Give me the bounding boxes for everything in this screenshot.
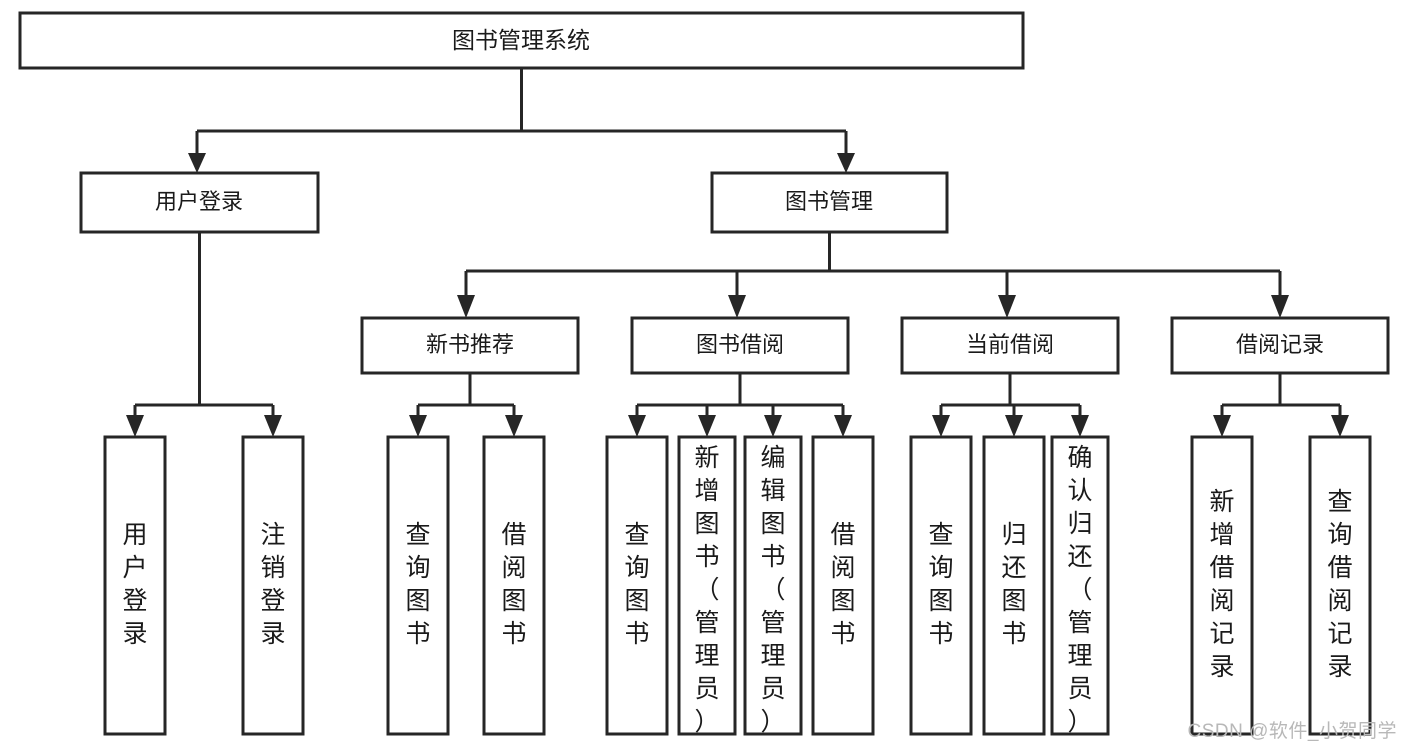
leaf-node-label: 新增借阅记录 [1209,488,1234,681]
leaf-node[interactable]: 查询图书 [605,435,669,736]
watermark-text: CSDN @软件_小贺同学 [1187,721,1397,742]
arrow-head-icon [837,153,855,173]
arrow-head-icon [932,415,950,437]
leaf-node[interactable]: 用户登录 [103,435,167,736]
node-current-borrow-label: 当前借阅 [966,332,1054,357]
arrow-head-icon [764,415,782,437]
node-borrow-record-label: 借阅记录 [1236,332,1324,357]
arrow-head-icon [1005,415,1023,437]
arrow-head-icon [1331,415,1349,437]
arrow-head-icon [728,295,746,318]
leaf-node-label: 查询图书 [624,521,649,648]
leaf-node[interactable]: 查询图书 [909,435,973,736]
connector-root-to-level2 [188,68,855,173]
node-user-login-label: 用户登录 [155,189,243,214]
leaf-node[interactable]: 查询借阅记录 [1308,435,1372,736]
connector-bookmanage-to-level3 [457,232,1289,318]
leaf-node[interactable]: 新增借阅记录 [1190,435,1254,736]
leaf-node-layer: 用户登录 注销登录 查询图书 借阅图书 查询图书 新增图书（管理员） 编辑图书（管理员） 借阅… [103,435,1372,736]
leaf-node-label: 确认归还（管理员） [1067,444,1092,736]
node-book-manage-label: 图书管理 [785,189,873,214]
leaf-node-label: 编辑图书（管理员） [760,444,785,736]
leaf-node[interactable]: 编辑图书（管理员） [743,435,803,736]
leaf-node-label: 查询借阅记录 [1327,488,1352,681]
arrow-head-icon [126,415,144,437]
node-root[interactable]: 图书管理系统 [18,11,1025,70]
node-borrow-record[interactable]: 借阅记录 [1170,316,1390,375]
leaf-node[interactable]: 借阅图书 [811,435,875,736]
arrow-head-icon [1213,415,1231,437]
arrow-head-icon [698,415,716,437]
connector-bookborrow-to-leaves [628,373,852,437]
leaf-node-label: 借阅图书 [501,521,526,648]
node-new-book-recommend[interactable]: 新书推荐 [360,316,580,375]
arrow-head-icon [457,295,475,318]
arrow-head-icon [628,415,646,437]
leaf-node[interactable]: 注销登录 [241,435,305,736]
leaf-node[interactable]: 借阅图书 [482,435,546,736]
leaf-node-label: 新增图书（管理员） [694,444,719,736]
arrow-head-icon [1271,295,1289,318]
leaf-node[interactable]: 归还图书 [982,435,1046,736]
leaf-node[interactable]: 新增图书（管理员） [677,435,737,736]
leaf-node-label: 查询图书 [928,521,953,648]
arrow-head-icon [188,153,206,173]
arrow-head-icon [1071,415,1089,437]
leaf-node[interactable]: 查询图书 [386,435,450,736]
leaf-node-label: 注销登录 [260,521,285,648]
node-book-borrow[interactable]: 图书借阅 [630,316,850,375]
connector-borrowrecord-to-leaves [1213,373,1349,437]
arrow-head-icon [998,295,1016,318]
node-root-label: 图书管理系统 [452,27,590,53]
arrow-head-icon [834,415,852,437]
connector-currentborrow-to-leaves [932,373,1089,437]
leaf-node[interactable]: 确认归还（管理员） [1050,435,1110,736]
arrow-head-icon [264,415,282,437]
node-new-book-recommend-label: 新书推荐 [426,332,514,357]
leaf-node-label: 查询图书 [405,521,430,648]
node-book-manage[interactable]: 图书管理 [710,171,949,234]
leaf-node-label: 借阅图书 [830,521,855,648]
arrow-head-icon [505,415,523,437]
node-current-borrow[interactable]: 当前借阅 [900,316,1120,375]
connector-userlogin-to-leaves [126,232,282,437]
leaf-node-label: 归还图书 [1001,521,1026,648]
leaf-node-label: 用户登录 [122,521,147,648]
arrow-head-icon [409,415,427,437]
connector-newbook-to-leaves [409,373,523,437]
node-book-borrow-label: 图书借阅 [696,332,784,357]
node-user-login[interactable]: 用户登录 [79,171,320,234]
